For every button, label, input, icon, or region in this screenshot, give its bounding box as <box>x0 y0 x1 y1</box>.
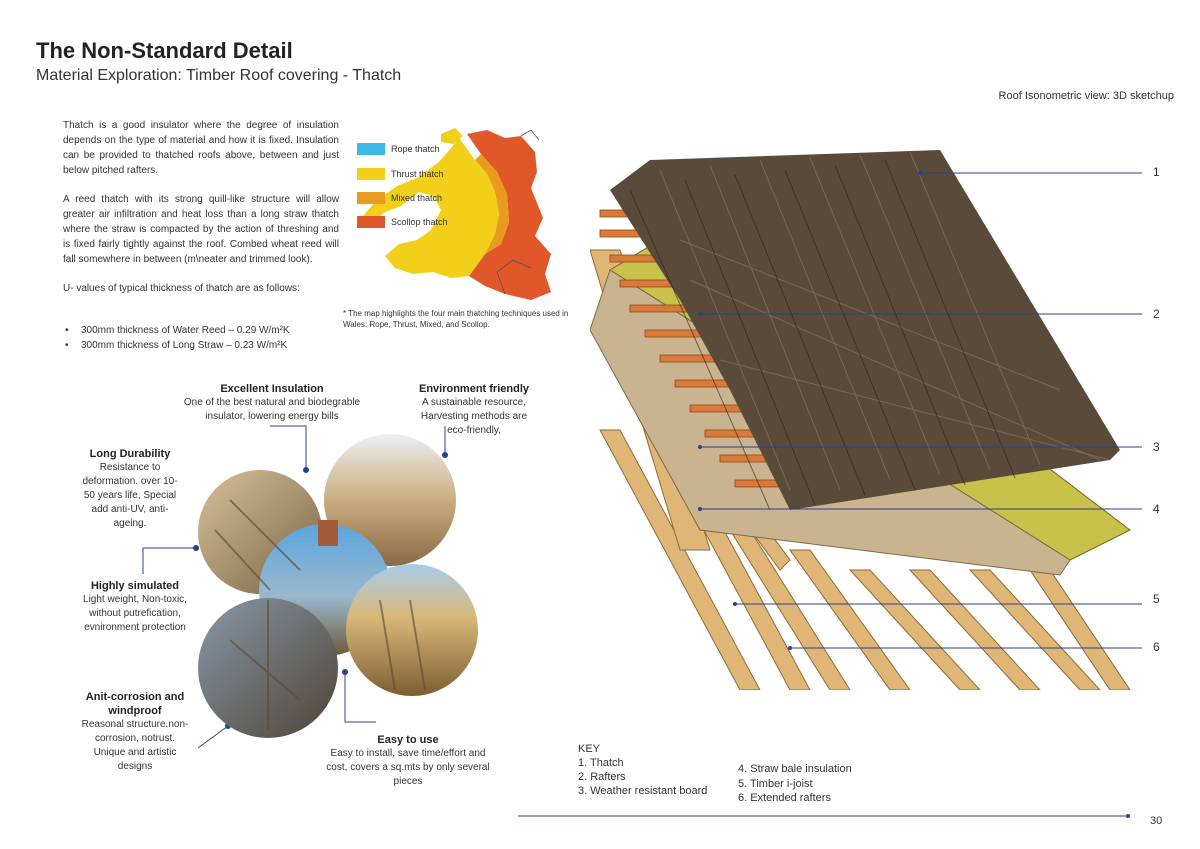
legend-thrust: Thrust thatch <box>357 168 444 180</box>
feature-heading: Easy to use <box>377 734 439 746</box>
timber-joist <box>908 569 1041 690</box>
feature-text: Resistance to deformation. over 10-50 ye… <box>82 462 178 529</box>
callout-3: 3 <box>1153 440 1160 454</box>
callout-5: 5 <box>1153 592 1160 606</box>
legend-label: Mixed thatch <box>391 193 443 203</box>
connector-line <box>344 672 376 723</box>
intro-text: Thatch is a good insulator where the deg… <box>63 118 339 310</box>
feature-simulated: Highly simulated Light weight, Non-toxic… <box>76 579 194 635</box>
feature-environment: Environment friendly A sustainable resou… <box>412 382 536 438</box>
intro-paragraph-2: A reed thatch with its strong quill-like… <box>63 194 339 265</box>
key-item: 5. Timber i-joist <box>738 777 813 790</box>
feature-easy: Easy to use Easy to install, save time/e… <box>326 733 490 789</box>
feature-heading: Anit-corrosion and windproof <box>85 691 185 717</box>
feature-heading: Long Durability <box>89 448 171 460</box>
page-subtitle: Material Exploration: Timber Roof coveri… <box>36 67 402 84</box>
feature-text: Light weight, Non-toxic, without putrefi… <box>83 594 187 633</box>
key-item: 6. Extended rafters <box>738 792 831 804</box>
wales-map <box>361 128 551 300</box>
legend-swatch <box>357 216 385 228</box>
u-values-list: 300mm thickness of Water Reed – 0.29 W/m… <box>63 323 353 353</box>
intro-paragraph-1: Thatch is a good insulator where the deg… <box>63 120 339 176</box>
key-item: 3. Weather resistant board <box>578 785 708 797</box>
intro-paragraph-3: U- values of typical thickness of thatch… <box>63 283 300 294</box>
legend-label: Thrust thatch <box>391 169 444 179</box>
feature-connectors <box>142 425 478 749</box>
feature-durability: Long Durability Resistance to deformatio… <box>78 447 182 531</box>
thatch-layer <box>610 150 1120 510</box>
connector-line <box>142 547 196 574</box>
key-item: 4. Straw bale insulation <box>738 763 852 775</box>
feature-heading: Highly simulated <box>90 580 180 592</box>
feature-text: Reasonal structure.non-corrosion, notrus… <box>81 719 189 772</box>
feature-heading: Excellent Insulation <box>220 383 324 395</box>
key-item: 2. Rafters <box>578 771 626 783</box>
callout-2: 2 <box>1153 307 1160 321</box>
feature-text: A sustainable resource, Harvesting metho… <box>420 397 528 436</box>
legend-swatch <box>357 168 385 180</box>
legend-label: Scollop thatch <box>391 217 448 227</box>
legend-rope: Rope thatch <box>357 143 440 155</box>
chimney <box>318 520 338 546</box>
timber-joist <box>848 569 981 690</box>
page-title: The Non-Standard Detail <box>36 38 293 63</box>
legend-scollop: Scollop thatch <box>357 216 448 228</box>
timber-joist <box>599 429 761 690</box>
feature-text: One of the best natural and biodegrable … <box>183 397 361 422</box>
callout-1: 1 <box>1153 165 1160 179</box>
legend-swatch <box>357 192 385 204</box>
feature-corrosion: Anit-corrosion and windproof Reasonal st… <box>80 690 190 774</box>
feature-insulation: Excellent Insulation One of the best nat… <box>182 382 362 424</box>
key-title: KEY <box>578 743 601 755</box>
legend-mixed: Mixed thatch <box>357 192 442 204</box>
u-value-item: 300mm thickness of Long Straw – 0.23 W/m… <box>65 338 353 353</box>
feature-heading: Environment friendly <box>418 383 530 395</box>
callout-4: 4 <box>1153 502 1160 516</box>
connector-line <box>270 425 307 470</box>
u-value-item: 300mm thickness of Water Reed – 0.29 W/m… <box>65 323 353 338</box>
legend-label: Rope thatch <box>391 144 440 154</box>
roof-isometric-drawing <box>590 150 1131 690</box>
photo-ladder-thatcher <box>346 564 478 696</box>
scollop-region <box>467 130 551 300</box>
legend-swatch <box>357 143 385 155</box>
timber-joist <box>789 549 911 690</box>
callout-6: 6 <box>1153 640 1160 654</box>
thrust-region <box>361 138 499 278</box>
connector-line <box>197 725 229 749</box>
feature-text: Easy to install, save time/effort and co… <box>326 748 490 787</box>
anglesey <box>441 128 463 144</box>
key-list-2: 4. Straw bale insulation 5. Timber i-joi… <box>738 762 852 806</box>
key-item: 1. Thatch <box>578 757 624 769</box>
page-number: 30 <box>1150 815 1163 827</box>
map-note: * The map highlights the four main thatc… <box>343 309 569 329</box>
key-list: KEY 1. Thatch 2. Rafters 3. Weather resi… <box>578 742 707 798</box>
view-label: Roof Isonometric view: 3D sketchup <box>998 90 1174 102</box>
timber-joist <box>968 569 1101 690</box>
mixed-region <box>475 154 509 254</box>
